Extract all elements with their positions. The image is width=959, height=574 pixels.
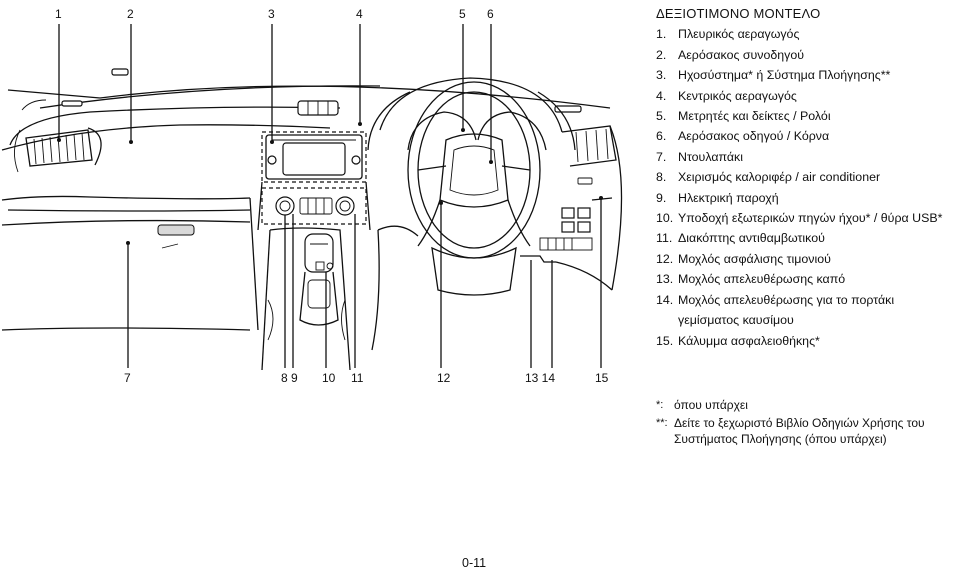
legend-item: 12. Μοχλός ασφάλισης τιμονιού [656,249,956,269]
legend-item: 5. Μετρητές και δείκτες / Ρολόι [656,106,956,126]
legend-item-text: Αερόσακος οδηγού / Κόρνα [678,129,830,144]
footnote: *: όπου υπάρχει [656,397,956,413]
legend-item-number: 15. [656,333,674,348]
legend-item-text: Μοχλός απελευθέρωσης καπό [678,272,846,287]
legend-title: ΔΕΞΙΟΤΙΜΟΝΟ ΜΟΝΤΕΛΟ [656,6,821,21]
callout-4: 4 [356,7,363,21]
legend-item-number: 12. [656,251,674,266]
callout-15: 15 [595,371,609,385]
footnotes: *: όπου υπάρχει **: Δείτε το ξεχωριστό Βιβ… [656,397,956,449]
legend-item-number: 14. [656,292,674,307]
legend-item-text: Χειρισμός καλοριφέρ / air conditioner [678,170,881,185]
legend-item-text: Ηχοσύστημα* ή Σύστημα Πλοήγησης** [678,68,891,83]
legend-item: 13. Μοχλός απελευθέρωσης καπό [656,269,956,289]
legend-item: 4. Κεντρικός αεραγωγός [656,86,956,106]
legend: ΔΕΞΙΟΤΙΜΟΝΟ ΜΟΝΤΕΛΟ 1. Πλευρικός αεραγωγό… [656,4,956,351]
legend-item-number: 6. [656,129,667,144]
legend-item-text: Ντουλαπάκι [678,149,743,164]
legend-item: 3. Ηχοσύστημα* ή Σύστημα Πλοήγησης** [656,65,956,85]
legend-item: 2. Αερόσακος συνοδηγού [656,45,956,65]
legend-item: 8. Χειρισμός καλοριφέρ / air conditioner [656,167,956,187]
callout-8-9: 8 9 [281,371,298,385]
callout-10: 10 [322,371,336,385]
dashboard-illustration: 1 2 3 4 5 6 7 8 9 10 11 12 13 14 15 [1,7,623,385]
legend-item-number: 8. [656,170,667,185]
legend-item-text: Υποδοχή εξωτερικών πηγών ήχου* / θύρα US… [678,211,943,226]
legend-item-number: 13. [656,272,674,287]
legend-item-text: Διακόπτης αντιθαμβωτικού [678,231,825,246]
legend-item-number: 9. [656,190,667,205]
legend-item: 14. Μοχλός απελευθέρωσης για το πορτάκι γ… [656,290,956,331]
footnote-mark: *: [656,399,664,411]
footnote: **: Δείτε το ξεχωριστό Βιβλίο Οδηγιών Χρή… [656,415,956,447]
legend-item-number: 1. [656,27,667,42]
legend-item-text: Μοχλός ασφάλισης τιμονιού [678,251,831,266]
legend-item: 7. Ντουλαπάκι [656,147,956,167]
legend-item-number: 3. [656,68,667,83]
callout-1: 1 [55,7,62,21]
footnote-mark: **: [656,417,668,429]
legend-item-text: Κάλυμμα ασφαλειοθήκης* [678,333,820,348]
legend-item-number: 2. [656,47,667,62]
callout-7: 7 [124,371,131,385]
legend-item-text: Αερόσακος συνοδηγού [678,47,805,62]
legend-item-number: 7. [656,149,667,164]
legend-list: 1. Πλευρικός αεραγωγός 2. Αερόσακος συνοδη… [656,24,956,351]
legend-item: 15. Κάλυμμα ασφαλειοθήκης* [656,331,956,351]
legend-item-number: 11. [656,231,673,246]
page-number: 0-11 [462,556,487,570]
callout-12: 12 [437,371,451,385]
legend-item-text: Μοχλός απελευθέρωσης για το πορτάκι γεμί… [678,292,895,328]
legend-item: 11. Διακόπτης αντιθαμβωτικού [656,228,956,248]
legend-item: 1. Πλευρικός αεραγωγός [656,24,956,44]
callout-3: 3 [268,7,275,21]
legend-item-text: Κεντρικός αεραγωγός [678,88,797,103]
legend-item-text: Μετρητές και δείκτες / Ρολόι [678,109,831,124]
legend-item-number: 5. [656,109,667,124]
legend-item: 10. Υποδοχή εξωτερικών πηγών ήχου* / θύρα… [656,208,956,228]
callout-5: 5 [459,7,466,21]
legend-item: 6. Αερόσακος οδηγού / Κόρνα [656,126,956,146]
footnote-text: όπου υπάρχει [674,398,748,412]
legend-item-text: Ηλεκτρική παροχή [678,190,779,205]
callout-13-14: 13 14 [525,371,555,385]
legend-item: 9. Ηλεκτρική παροχή [656,188,956,208]
callout-11: 11 [351,371,364,385]
legend-item-number: 10. [656,211,674,226]
callout-2: 2 [127,7,134,21]
legend-item-text: Πλευρικός αεραγωγός [678,27,800,42]
callout-6: 6 [487,7,494,21]
footnote-text: Δείτε το ξεχωριστό Βιβλίο Οδηγιών Χρήσης… [674,416,925,446]
legend-item-number: 4. [656,88,667,103]
